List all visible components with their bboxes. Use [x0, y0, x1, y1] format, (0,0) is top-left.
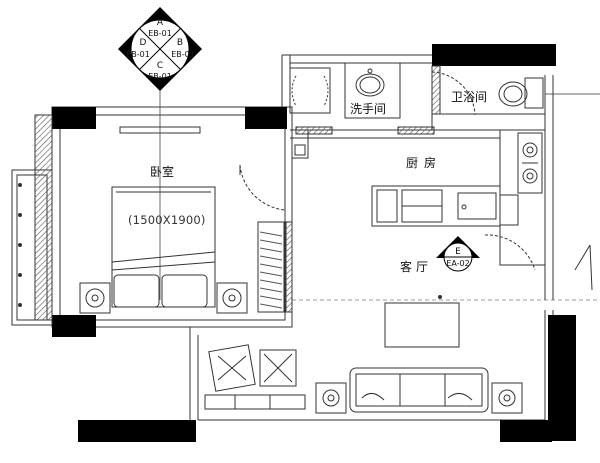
marker-b: B	[177, 38, 183, 48]
room-label-living: 客厅	[400, 260, 433, 274]
tv-cabinet	[119, 90, 201, 300]
bedroom-door	[239, 164, 286, 211]
coffee-table	[384, 302, 460, 348]
sofa	[315, 367, 523, 414]
marker-a-code: EB-01	[148, 29, 172, 38]
elevation-marker-living: E EA-02	[436, 236, 480, 272]
room-label-bathroom: 卫浴间	[451, 90, 488, 104]
bed-size-label: (1500X1900)	[128, 213, 206, 227]
marker-e: E	[455, 247, 461, 257]
marker-b-code: EB-01	[171, 50, 195, 59]
bathroom-fixtures	[431, 65, 600, 131]
marker-d: D	[140, 38, 147, 48]
marker-a: A	[157, 18, 164, 28]
armchairs	[204, 344, 306, 410]
interior-partition	[292, 244, 600, 301]
balcony	[11, 114, 53, 326]
room-label-kitchen: 厨房	[406, 156, 443, 170]
room-label-bedroom: 卧室	[150, 165, 175, 179]
structural-columns	[52, 44, 576, 442]
elevation-marker-top: A EB-01 D EB-01 B EB-01 C EB-01	[118, 7, 202, 91]
bed	[79, 186, 248, 314]
marker-d-code: EB-01	[126, 50, 150, 59]
room-label-washroom: 洗手间	[350, 102, 387, 116]
wardrobe	[257, 221, 293, 313]
marker-c-code: EB-01	[148, 72, 172, 81]
marker-e-code: EA-02	[446, 259, 469, 268]
marker-c: C	[157, 61, 163, 71]
washroom-fixtures	[289, 62, 435, 159]
